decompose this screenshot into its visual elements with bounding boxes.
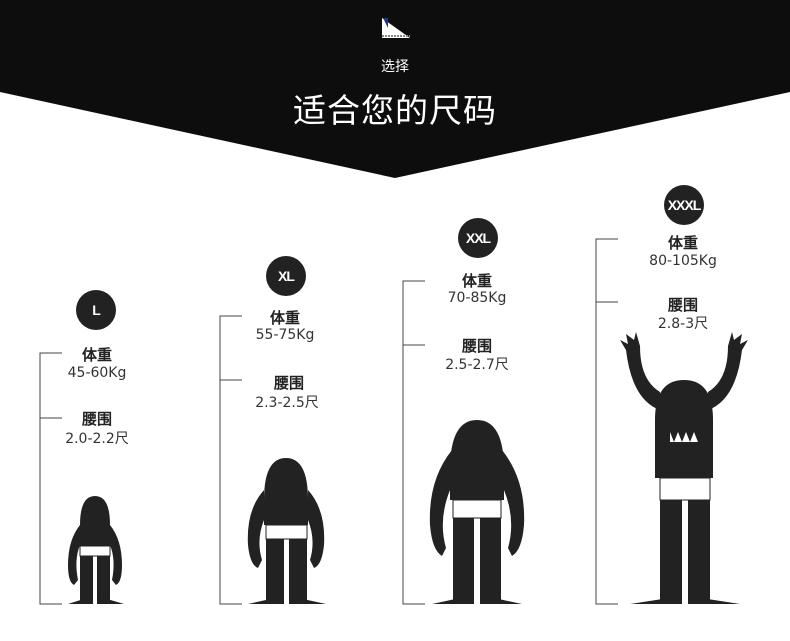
weight-label-xl: 体重: [269, 309, 300, 327]
waist-label-xxl: 腰围: [461, 337, 492, 355]
figure-xxxl: [620, 332, 748, 604]
figure-xl: [247, 458, 326, 604]
waist-label-xxxl: 腰围: [667, 296, 698, 314]
figure-l: [68, 496, 124, 604]
waist-value-l: 2.0-2.2尺: [65, 431, 129, 447]
size-badge-xl: XL: [266, 256, 306, 296]
weight-value-xxl: 70-85Kg: [447, 290, 507, 306]
size-badge-l: L: [76, 290, 116, 330]
weight-label-xxl: 体重: [461, 272, 492, 290]
waist-label-xl: 腰围: [273, 374, 304, 392]
header-banner: [0, 0, 790, 180]
waist-label-l: 腰围: [81, 410, 112, 428]
size-badge-xxxl: XXXL: [664, 185, 704, 225]
weight-label-xxxl: 体重: [667, 234, 698, 252]
header-subtitle: 选择: [381, 59, 409, 75]
weight-value-xxxl: 80-105Kg: [649, 253, 717, 269]
figure-xxl: [429, 420, 525, 604]
hanger-icon: [382, 18, 410, 38]
waist-value-xl: 2.3-2.5尺: [255, 395, 319, 411]
weight-value-l: 45-60Kg: [67, 365, 127, 381]
waist-value-xxxl: 2.8-3尺: [657, 316, 709, 332]
weight-label-l: 体重: [81, 346, 112, 364]
weight-value-xl: 55-75Kg: [255, 327, 315, 343]
waist-value-xxl: 2.5-2.7尺: [445, 357, 509, 373]
size-badge-xxl: XXL: [458, 218, 498, 258]
page-title: 适合您的尺码: [293, 91, 497, 130]
